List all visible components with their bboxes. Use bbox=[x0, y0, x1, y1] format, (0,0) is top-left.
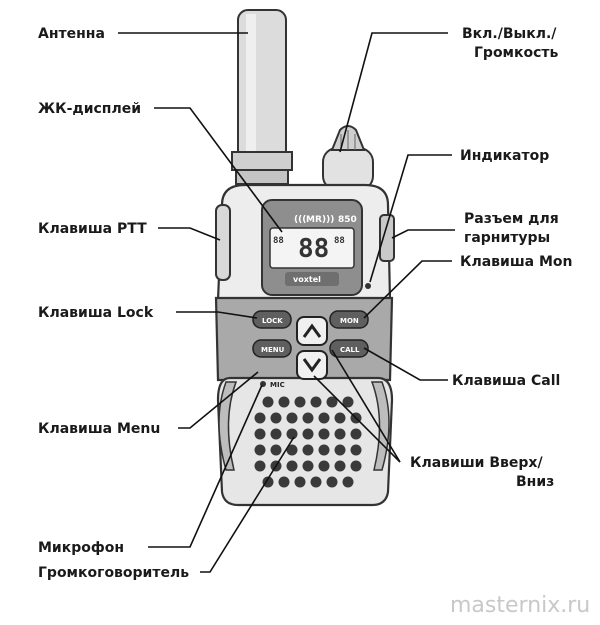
ptt-side-button bbox=[215, 204, 231, 281]
speaker-hole bbox=[286, 460, 298, 472]
label-speaker: Громкоговоритель bbox=[38, 565, 189, 581]
model-number: 850 bbox=[338, 215, 357, 225]
chevron-up-icon bbox=[302, 323, 322, 338]
lcd-small-right: 88 bbox=[334, 236, 345, 246]
labels: Антенна ЖК-дисплей Клавиша PTT Клавиша L… bbox=[38, 26, 573, 581]
speaker-hole bbox=[270, 412, 282, 424]
label-menu: Клавиша Menu bbox=[38, 421, 160, 437]
speaker-hole bbox=[334, 412, 346, 424]
speaker-hole bbox=[342, 476, 354, 488]
speaker-hole bbox=[334, 460, 346, 472]
speaker-hole bbox=[326, 476, 338, 488]
speaker-hole bbox=[262, 396, 274, 408]
label-indicator: Индикатор bbox=[460, 148, 549, 164]
mic-label: MIC bbox=[270, 381, 285, 389]
speaker-hole bbox=[318, 460, 330, 472]
lock-button-label: LOCK bbox=[262, 317, 283, 325]
speaker-hole bbox=[318, 412, 330, 424]
call-button bbox=[329, 339, 369, 358]
speaker-hole bbox=[270, 428, 282, 440]
call-button-label: CALL bbox=[340, 346, 360, 354]
label-updown-1: Клавиши Вверх/ bbox=[410, 455, 543, 471]
speaker-hole bbox=[262, 476, 274, 488]
speaker-hole bbox=[302, 460, 314, 472]
lcd-screen bbox=[269, 227, 355, 269]
speaker-hole bbox=[254, 428, 266, 440]
power-volume-knob bbox=[322, 125, 374, 191]
label-antenna: Антенна bbox=[38, 26, 105, 42]
speaker-hole bbox=[302, 444, 314, 456]
brand-label: voxtel bbox=[293, 275, 321, 284]
speaker-hole bbox=[302, 428, 314, 440]
indicator-led bbox=[365, 283, 371, 289]
down-button bbox=[296, 350, 328, 380]
speaker-hole bbox=[334, 444, 346, 456]
lock-button bbox=[252, 310, 292, 329]
label-updown-2: Вниз bbox=[516, 474, 554, 490]
chevron-down-icon bbox=[302, 358, 322, 373]
lcd-small-left: 88 bbox=[273, 236, 284, 246]
speaker-hole bbox=[334, 428, 346, 440]
speaker-hole bbox=[350, 428, 362, 440]
speaker-hole bbox=[318, 428, 330, 440]
label-mic: Микрофон bbox=[38, 540, 124, 556]
speaker-hole bbox=[310, 476, 322, 488]
speaker-grille: MIC bbox=[254, 381, 362, 488]
mon-button bbox=[329, 310, 369, 329]
callout-lines bbox=[118, 32, 455, 573]
speaker-hole bbox=[294, 396, 306, 408]
mon-button-label: MON bbox=[340, 317, 359, 325]
speaker-hole bbox=[294, 476, 306, 488]
speaker-hole bbox=[310, 396, 322, 408]
label-mon: Клавиша Mon bbox=[460, 254, 573, 270]
label-power-1: Вкл./Выкл./ bbox=[462, 26, 557, 42]
speaker-hole bbox=[318, 444, 330, 456]
speaker-hole bbox=[254, 444, 266, 456]
display-area: ((( MR ))) 850 88 88 88 voxtel bbox=[261, 199, 371, 296]
speaker-hole bbox=[278, 476, 290, 488]
label-headset-2: гарнитуры bbox=[464, 230, 550, 246]
buttons: LOCK MON MENU CALL bbox=[252, 310, 369, 380]
watermark: masternix.ru bbox=[450, 593, 590, 618]
brand-plate bbox=[285, 272, 339, 286]
speaker-hole bbox=[350, 444, 362, 456]
speaker-hole bbox=[254, 460, 266, 472]
label-headset-1: Разъем для bbox=[464, 211, 559, 227]
antenna bbox=[231, 9, 293, 185]
label-power-2: Громкость bbox=[474, 45, 559, 61]
speaker-hole bbox=[286, 444, 298, 456]
speaker-hole bbox=[342, 396, 354, 408]
speaker-hole bbox=[286, 428, 298, 440]
speaker-hole bbox=[326, 396, 338, 408]
speaker-hole bbox=[350, 460, 362, 472]
speaker-hole bbox=[278, 396, 290, 408]
menu-button bbox=[252, 339, 292, 358]
label-lock: Клавиша Lock bbox=[38, 305, 154, 321]
model-badge-left: ((( bbox=[294, 215, 306, 225]
up-button bbox=[296, 316, 328, 346]
lcd-digits: 88 bbox=[298, 234, 329, 264]
speaker-hole bbox=[254, 412, 266, 424]
svg-text:))): ))) bbox=[322, 215, 334, 225]
speaker-hole bbox=[302, 412, 314, 424]
label-call: Клавиша Call bbox=[452, 373, 560, 389]
label-lcd: ЖК-дисплей bbox=[38, 101, 141, 117]
label-ptt: Клавиша PTT bbox=[38, 221, 147, 237]
menu-button-label: MENU bbox=[261, 346, 285, 354]
speaker-hole bbox=[270, 444, 282, 456]
headset-jack bbox=[379, 214, 395, 262]
model-badge: MR bbox=[306, 215, 322, 225]
speaker-hole bbox=[286, 412, 298, 424]
